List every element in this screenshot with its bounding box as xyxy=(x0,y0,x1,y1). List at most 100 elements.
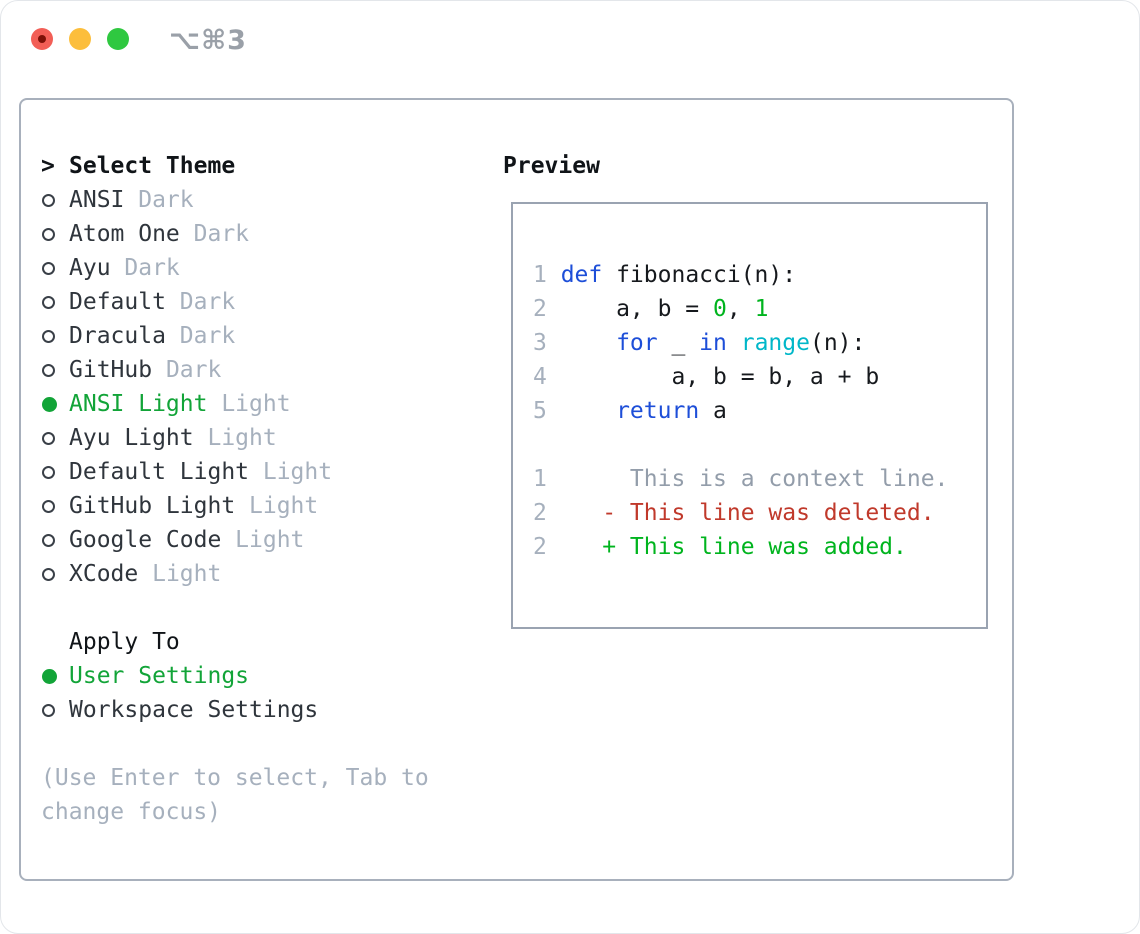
theme-item-ayu[interactable]: Ayu Dark xyxy=(41,251,491,285)
minimize-button[interactable] xyxy=(69,28,91,50)
select-theme-title: Select Theme xyxy=(69,153,236,179)
token-keyword_blue: def xyxy=(560,262,603,288)
code-text: def fibonacci(n): xyxy=(547,262,796,288)
code-line: 1 This is a context line. xyxy=(533,462,986,496)
radio-icon xyxy=(42,329,55,343)
item-label: Default xyxy=(69,289,166,315)
item-label: Dracula xyxy=(69,323,166,349)
item-tag: Dark xyxy=(179,323,236,349)
preview-title: Preview xyxy=(503,153,600,179)
code-text xyxy=(547,432,561,458)
item-label: GitHub Light xyxy=(69,493,236,519)
prompt-icon: > xyxy=(41,153,55,179)
item-tag: Light xyxy=(262,459,333,485)
radio-selected-icon xyxy=(42,668,57,684)
line-number: 2 xyxy=(533,534,547,560)
token-builtin_cyan: range xyxy=(740,330,810,356)
item-label: Google Code xyxy=(69,527,222,553)
token-number_green: 0 xyxy=(713,296,727,322)
token-code_fg: fibonacci(n): xyxy=(602,262,797,288)
item-tag: Dark xyxy=(138,187,194,213)
token-code_fg: a xyxy=(699,398,727,424)
line-number: 3 xyxy=(533,330,547,356)
token-context_gray: This is a context line. xyxy=(560,466,949,492)
radio-icon xyxy=(42,533,55,547)
line-number: 1 xyxy=(533,262,547,288)
radio-icon xyxy=(42,431,55,445)
radio-icon xyxy=(42,703,55,717)
radio-icon xyxy=(42,567,55,581)
line-number: 4 xyxy=(533,364,547,390)
select-theme-heading: > Select Theme xyxy=(41,149,491,183)
line-number: 5 xyxy=(533,398,547,424)
theme-item-atom-one[interactable]: Atom One Dark xyxy=(41,217,491,251)
code-line: 5 return a xyxy=(533,394,986,428)
item-tag: Light xyxy=(207,425,277,451)
theme-item-google-code[interactable]: Google Code Light xyxy=(41,523,491,557)
code-text: a, b = 0, 1 xyxy=(547,296,768,322)
item-tag: Light xyxy=(235,527,305,553)
close-button[interactable] xyxy=(31,28,53,50)
line-number: 1 xyxy=(533,466,547,492)
token-code_fg: _ xyxy=(657,330,700,356)
token-added_green: + This line was added. xyxy=(560,534,907,560)
theme-item-default[interactable]: Default Dark xyxy=(41,285,491,319)
spacer xyxy=(41,727,491,761)
radio-icon xyxy=(42,465,55,479)
spacer xyxy=(41,591,491,625)
token-code_fg xyxy=(561,330,616,356)
code-text: This is a context line. xyxy=(547,466,949,492)
apply-to-heading: Apply To xyxy=(41,625,491,659)
item-tag: Light xyxy=(152,561,222,587)
token-code_fg: a, b = b, a + b xyxy=(560,364,880,390)
radio-icon xyxy=(42,295,55,309)
item-label: Atom One xyxy=(69,221,180,247)
line-number: 2 xyxy=(533,500,547,526)
theme-item-dracula[interactable]: Dracula Dark xyxy=(41,319,491,353)
code-text: + This line was added. xyxy=(547,534,907,560)
code-line: 3 for _ in range(n): xyxy=(533,326,986,360)
item-tag: Light xyxy=(221,391,291,417)
radio-selected-icon xyxy=(42,396,57,412)
item-label: Ayu xyxy=(69,255,111,281)
radio-icon xyxy=(42,363,55,377)
item-label: User Settings xyxy=(69,663,250,689)
token-code_fg: , xyxy=(726,296,755,322)
item-tag: Dark xyxy=(179,289,236,315)
token-deleted_red: - This line was deleted. xyxy=(560,500,935,526)
title-bar: ⌥⌘3 xyxy=(1,1,1139,77)
apply-to-title: Apply To xyxy=(69,629,180,655)
item-tag: Dark xyxy=(165,357,222,383)
close-indicator-icon xyxy=(38,35,46,43)
keyboard-hint: (Use Enter to select, Tab to change focu… xyxy=(41,765,429,825)
apply-option-user-settings[interactable]: User Settings xyxy=(41,659,491,693)
line-number: 2 xyxy=(533,296,547,322)
token-keyword_blue: return xyxy=(616,398,700,424)
item-tag: Dark xyxy=(124,255,180,281)
code-line: 2 + This line was added. xyxy=(533,530,986,564)
radio-icon xyxy=(42,227,55,241)
window-shortcut-label: ⌥⌘3 xyxy=(169,25,247,56)
radio-icon xyxy=(42,499,55,513)
token-code_fg xyxy=(561,398,616,424)
token-code_fg xyxy=(727,330,741,356)
item-tag: Dark xyxy=(193,221,250,247)
apply-option-workspace-settings[interactable]: Workspace Settings xyxy=(41,693,491,727)
code-line: 2 a, b = 0, 1 xyxy=(533,292,986,326)
zoom-button[interactable] xyxy=(107,28,129,50)
